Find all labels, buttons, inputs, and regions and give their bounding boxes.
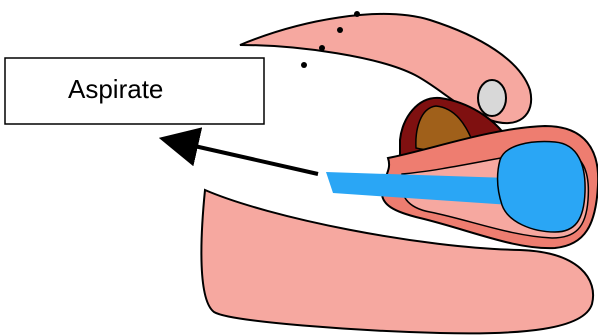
particle-dot (354, 11, 360, 17)
particle-dot (301, 62, 307, 68)
particle-dot (337, 27, 343, 33)
particle-dot (319, 45, 325, 51)
instrument-bulb (498, 142, 586, 232)
bone-oval (478, 80, 506, 116)
label-text: Aspirate (68, 74, 163, 104)
aspirate-arrow (190, 145, 318, 174)
